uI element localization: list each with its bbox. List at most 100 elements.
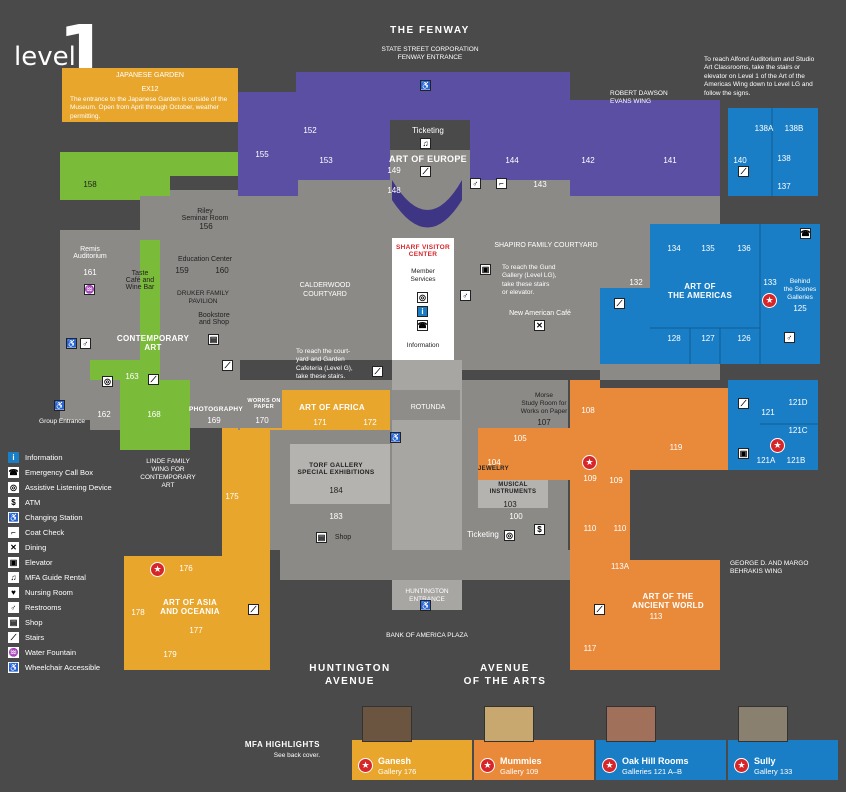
- room-158[interactable]: 158: [83, 180, 97, 189]
- room-121c[interactable]: 121C: [788, 426, 808, 435]
- star-176-icon[interactable]: ★: [150, 562, 165, 577]
- highlight-card-sully[interactable]: ★ Sully Gallery 133: [728, 706, 838, 780]
- star-109-icon[interactable]: ★: [582, 455, 597, 470]
- gallery-contemporary-art[interactable]: CONTEMPORARY ART: [116, 334, 190, 353]
- gallery-works-on-paper[interactable]: WORKS ON PAPER: [247, 398, 281, 411]
- room-109[interactable]: 109: [583, 474, 597, 483]
- bank-of-america-plaza-label: BANK OF AMERICA PLAZA: [386, 632, 468, 639]
- ticketing-top-label[interactable]: Ticketing: [412, 126, 444, 135]
- taste-cafe-label[interactable]: Taste Café and Wine Bar: [125, 270, 155, 291]
- room-113a[interactable]: 113A: [610, 562, 630, 571]
- room-110-b[interactable]: 110: [613, 524, 627, 533]
- room-184[interactable]: 184: [329, 486, 343, 495]
- room-143[interactable]: 143: [533, 180, 547, 189]
- room-138[interactable]: 138: [777, 154, 791, 163]
- gallery-art-of-europe[interactable]: ART OF EUROPE: [389, 154, 467, 164]
- room-170[interactable]: 170: [255, 416, 269, 425]
- room-117[interactable]: 117: [583, 644, 597, 653]
- room-159[interactable]: 159: [175, 266, 189, 275]
- gallery-art-of-asia[interactable]: ART OF ASIA AND OCEANIA: [160, 598, 220, 617]
- room-171[interactable]: 171: [313, 418, 327, 427]
- room-125[interactable]: 125: [793, 304, 807, 313]
- morse-study-room-label[interactable]: Morse Study Room for Works on Paper: [520, 392, 568, 416]
- room-179[interactable]: 179: [163, 650, 177, 659]
- information-label[interactable]: Information: [406, 342, 440, 349]
- ticketing-bottom-label[interactable]: Ticketing: [467, 530, 499, 539]
- bookstore-label[interactable]: Bookstore and Shop: [198, 312, 230, 326]
- room-153[interactable]: 153: [319, 156, 333, 165]
- room-163[interactable]: 163: [125, 372, 139, 381]
- gallery-art-of-africa[interactable]: ART OF AFRICA: [299, 403, 365, 412]
- room-110[interactable]: 110: [583, 524, 597, 533]
- gallery-art-of-the-americas[interactable]: ART OF THE AMERICAS: [667, 282, 733, 301]
- room-155[interactable]: 155: [255, 150, 269, 159]
- room-121a[interactable]: 121A: [756, 456, 776, 465]
- room-178[interactable]: 178: [131, 608, 145, 617]
- room-121[interactable]: 121: [761, 408, 775, 417]
- room-133[interactable]: 133: [763, 278, 777, 287]
- room-176[interactable]: 176: [179, 564, 193, 573]
- gallery-photography[interactable]: PHOTOGRAPHY: [188, 406, 244, 413]
- highlight-card-ganesh[interactable]: ★ Ganesh Gallery 176: [352, 706, 472, 780]
- room-149[interactable]: 149: [387, 166, 401, 175]
- room-119[interactable]: 119: [669, 443, 683, 452]
- legend-row: ♂Restrooms: [8, 600, 158, 615]
- gallery-ancient-world[interactable]: ART OF THE ANCIENT WORLD: [632, 592, 704, 611]
- room-134[interactable]: 134: [667, 244, 681, 253]
- room-152[interactable]: 152: [303, 126, 317, 135]
- room-103[interactable]: 103: [503, 500, 517, 509]
- shop-label[interactable]: Shop: [334, 534, 352, 541]
- highlight-card-mummies[interactable]: ★ Mummies Gallery 109: [474, 706, 594, 780]
- gallery-musical-instruments[interactable]: MUSICAL INSTRUMENTS: [489, 482, 537, 495]
- room-148[interactable]: 148: [387, 186, 401, 195]
- room-156[interactable]: 156: [199, 222, 213, 231]
- information-icon: i: [417, 306, 428, 317]
- sharf-visitor-center-title[interactable]: SHARF VISITOR CENTER: [396, 244, 450, 259]
- room-128[interactable]: 128: [667, 334, 681, 343]
- room-169[interactable]: 169: [207, 416, 221, 425]
- member-services-label[interactable]: Member Services: [410, 268, 436, 284]
- room-136[interactable]: 136: [737, 244, 751, 253]
- room-108[interactable]: 108: [581, 406, 595, 415]
- highlight-star-icon: ★: [358, 758, 373, 773]
- room-100[interactable]: 100: [509, 512, 523, 521]
- room-105[interactable]: 105: [513, 434, 527, 443]
- room-140[interactable]: 140: [733, 156, 747, 165]
- elevator-icon: ▣: [480, 264, 491, 275]
- room-172[interactable]: 172: [363, 418, 377, 427]
- room-126[interactable]: 126: [737, 334, 751, 343]
- star-121-icon[interactable]: ★: [770, 438, 785, 453]
- highlight-card-oak-hill[interactable]: ★ Oak Hill Rooms Galleries 121 A–B: [596, 706, 726, 780]
- room-161[interactable]: 161: [83, 268, 97, 277]
- room-175[interactable]: 175: [225, 492, 239, 501]
- room-121d[interactable]: 121D: [788, 398, 808, 407]
- remis-auditorium-label[interactable]: Remis Auditorium: [73, 246, 107, 260]
- star-133-icon[interactable]: ★: [762, 293, 777, 308]
- room-141[interactable]: 141: [663, 156, 677, 165]
- gallery-jewelry[interactable]: JEWELRY: [478, 466, 509, 472]
- room-142[interactable]: 142: [581, 156, 595, 165]
- room-127[interactable]: 127: [701, 334, 715, 343]
- room-121b[interactable]: 121B: [786, 456, 806, 465]
- room-160[interactable]: 160: [215, 266, 229, 275]
- room-137[interactable]: 137: [777, 182, 791, 191]
- room-183[interactable]: 183: [329, 512, 343, 521]
- gallery-special-exhibitions[interactable]: TORF GALLERY SPECIAL EXHIBITIONS: [297, 462, 375, 477]
- room-135[interactable]: 135: [701, 244, 715, 253]
- room-107[interactable]: 107: [537, 418, 551, 427]
- room-138a[interactable]: 138A: [754, 124, 774, 133]
- riley-seminar-label[interactable]: Riley Seminar Room: [181, 208, 229, 222]
- room-132[interactable]: 132: [629, 278, 643, 287]
- room-104[interactable]: 104: [487, 458, 501, 467]
- room-109-b[interactable]: 109: [609, 476, 623, 485]
- new-american-cafe-label[interactable]: New American Café: [509, 310, 571, 317]
- legend-row: ◎Assistive Listening Device: [8, 480, 158, 495]
- room-168[interactable]: 168: [147, 410, 161, 419]
- room-144[interactable]: 144: [505, 156, 519, 165]
- room-162[interactable]: 162: [97, 410, 111, 419]
- room-138b[interactable]: 138B: [784, 124, 804, 133]
- education-center-label[interactable]: Education Center: [177, 256, 233, 263]
- room-113[interactable]: 113: [649, 612, 663, 621]
- room-177[interactable]: 177: [189, 626, 203, 635]
